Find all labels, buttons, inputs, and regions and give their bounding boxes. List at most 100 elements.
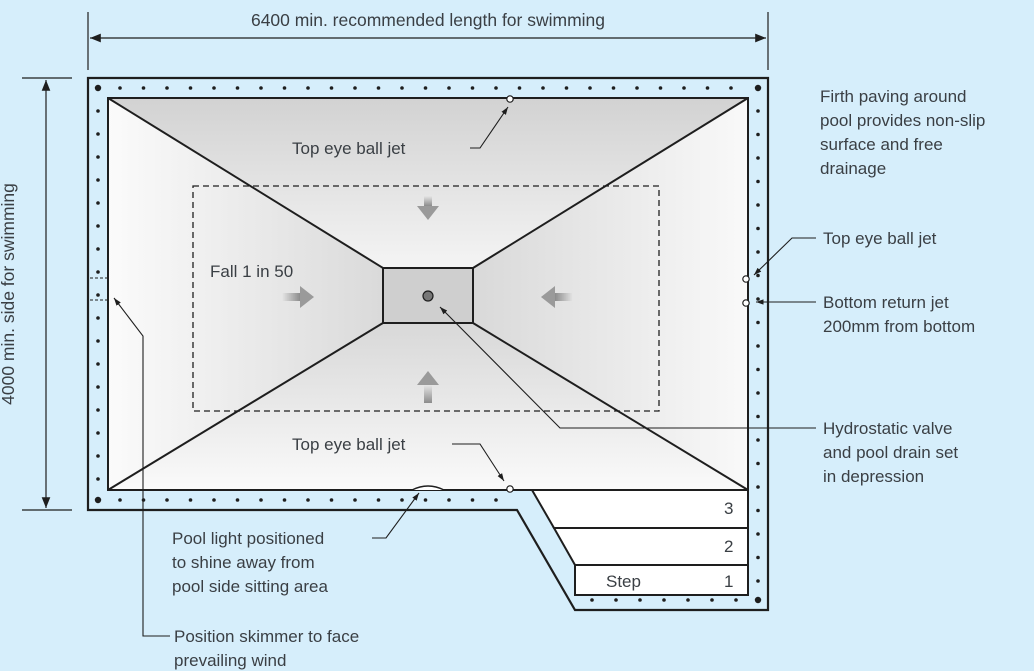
paving-dot bbox=[588, 86, 592, 90]
paving-dot bbox=[734, 598, 738, 602]
paving-dot bbox=[212, 86, 216, 90]
paving-dot bbox=[756, 109, 760, 113]
paving-dot bbox=[118, 498, 122, 502]
side-dimension: 4000 min. side for swimming bbox=[0, 77, 72, 511]
paving-dot bbox=[165, 86, 169, 90]
paving-dot bbox=[282, 86, 287, 90]
paving-dot bbox=[756, 414, 760, 419]
paving-line: Firth paving around bbox=[820, 87, 966, 106]
paving-dot bbox=[96, 155, 100, 159]
paving-line: surface and free bbox=[820, 135, 943, 154]
paving-dot bbox=[188, 86, 193, 90]
paving-dot bbox=[564, 86, 569, 90]
bottom-return-jet-icon bbox=[742, 299, 750, 307]
paving-dot bbox=[756, 179, 760, 184]
fall-arrow-down-icon bbox=[417, 196, 439, 220]
fall-label: Fall 1 in 50 bbox=[210, 262, 293, 281]
paving-dot bbox=[756, 508, 760, 513]
paving-note: Firth paving around pool provides non-sl… bbox=[820, 87, 985, 178]
paving-dot bbox=[614, 598, 618, 602]
paving-dot bbox=[96, 339, 100, 343]
paving-dot bbox=[541, 86, 545, 90]
bottom-return-line: 200mm from bottom bbox=[823, 317, 975, 336]
paving-dot bbox=[470, 86, 475, 90]
paving-dot bbox=[353, 86, 357, 90]
paving-dot bbox=[756, 579, 760, 583]
pool-light-line: Pool light positioned bbox=[172, 529, 324, 548]
paving-dot bbox=[447, 86, 451, 90]
paving-dot bbox=[96, 224, 100, 228]
paving-dot bbox=[682, 86, 686, 90]
paving-dot bbox=[400, 86, 404, 90]
paving-dot bbox=[423, 498, 428, 502]
pool-light-line: to shine away from bbox=[172, 553, 315, 572]
bottom-return-line: Bottom return jet bbox=[823, 293, 949, 312]
paving-dot bbox=[212, 498, 216, 502]
drain-icon bbox=[422, 290, 434, 302]
top-jet-right-icon bbox=[742, 275, 750, 283]
paving-dot bbox=[470, 498, 475, 502]
length-dimension: 6400 min. recommended length for swimmin… bbox=[87, 10, 769, 70]
paving-dot bbox=[756, 367, 760, 372]
paving-dot bbox=[754, 84, 762, 92]
pool-light-icon bbox=[411, 485, 445, 491]
side-dimension-label: 4000 min. side for swimming bbox=[0, 183, 18, 405]
paving-dot bbox=[635, 86, 639, 90]
paving-dot bbox=[96, 293, 100, 297]
step-word: Step bbox=[606, 572, 641, 591]
paving-dot bbox=[756, 250, 760, 254]
paving-dot bbox=[705, 86, 710, 90]
paving-dot bbox=[662, 598, 666, 602]
hydrostatic-line: and pool drain set bbox=[823, 443, 958, 462]
bottom-return-note: Bottom return jet 200mm from bottom bbox=[823, 293, 975, 336]
step-number-1: 1 bbox=[724, 572, 733, 591]
paving-dot bbox=[756, 391, 760, 395]
paving-dot bbox=[611, 86, 616, 90]
swimming-area-dashed bbox=[192, 185, 660, 412]
paving-dot bbox=[754, 596, 762, 604]
paving-dot bbox=[756, 203, 760, 207]
fall-arrow-right-icon bbox=[282, 286, 314, 308]
skimmer-line: Position skimmer to face bbox=[174, 627, 359, 646]
top-jet-upper-label: Top eye ball jet bbox=[292, 139, 406, 158]
paving-dot bbox=[376, 498, 381, 502]
steps: Step 3 2 1 bbox=[530, 489, 749, 596]
paving-dots bbox=[94, 84, 762, 604]
paving-line: drainage bbox=[820, 159, 886, 178]
paving-dot bbox=[96, 247, 100, 251]
paving-dot bbox=[494, 86, 498, 90]
paving-dot bbox=[94, 496, 102, 504]
paving-dot bbox=[423, 86, 428, 90]
paving-line: pool provides non-slip bbox=[820, 111, 985, 130]
paving-dot bbox=[94, 84, 102, 92]
paving-dot bbox=[400, 498, 404, 502]
paving-dot bbox=[756, 226, 760, 231]
paving-dot bbox=[686, 598, 690, 602]
paving-dot bbox=[96, 316, 100, 320]
top-jet-lower-icon bbox=[506, 485, 514, 493]
top-jet-lower-label: Top eye ball jet bbox=[292, 435, 406, 454]
paving-dot bbox=[756, 320, 760, 325]
paving-dot bbox=[259, 498, 263, 502]
paving-dot bbox=[165, 498, 169, 502]
step-number-2: 2 bbox=[724, 537, 733, 556]
pool-light-note: Pool light positioned to shine away from… bbox=[172, 529, 328, 596]
paving-dot bbox=[638, 598, 642, 602]
paving-dot bbox=[376, 86, 381, 90]
paving-dot bbox=[756, 485, 760, 489]
hydrostatic-note: Hydrostatic valve and pool drain set in … bbox=[823, 419, 958, 486]
paving-dot bbox=[729, 86, 733, 90]
hydrostatic-line: in depression bbox=[823, 467, 924, 486]
paving-dot bbox=[96, 362, 100, 366]
paving-dot bbox=[756, 555, 760, 560]
paving-dot bbox=[590, 598, 594, 602]
paving-dot bbox=[756, 132, 760, 137]
paving-dot bbox=[306, 498, 310, 502]
paving-dot bbox=[96, 178, 100, 182]
pool-floor bbox=[107, 97, 749, 491]
paving-dot bbox=[96, 431, 100, 435]
paving-dot bbox=[756, 532, 760, 536]
paving-dot bbox=[306, 86, 310, 90]
